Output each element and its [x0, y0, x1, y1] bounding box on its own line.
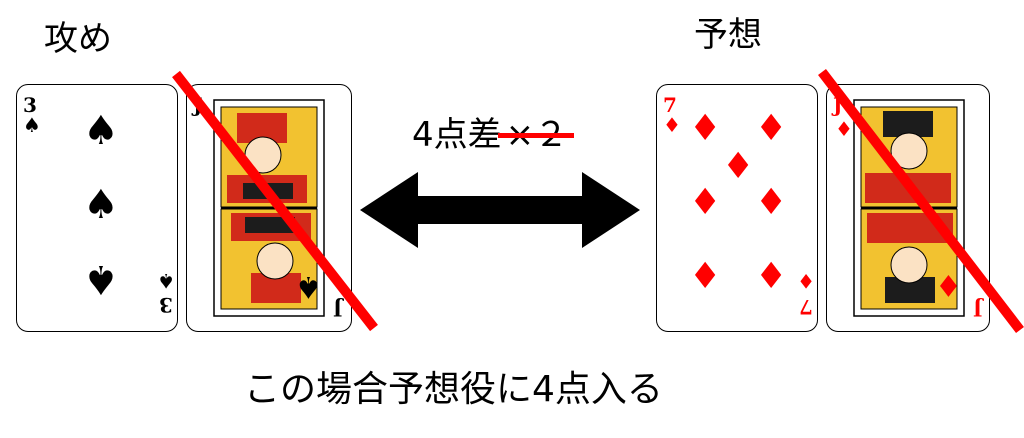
card-jack-spades: J ♠ ♠ J	[186, 84, 352, 332]
diamond-icon: ♦	[689, 108, 722, 149]
card-rank-bottom: 7	[799, 295, 813, 319]
diamond-icon: ♦	[663, 113, 681, 137]
strike-line	[497, 133, 575, 138]
card-rank-bottom: J	[973, 297, 983, 321]
diamond-icon: ♦	[755, 108, 788, 149]
card-rank-bottom: 3	[159, 293, 173, 317]
points-value: 4点差	[412, 115, 502, 155]
card-rank-top: 3	[23, 93, 37, 117]
card-3-spades: 3 ♠ ♠ ♠ ♠ ♠ 3	[16, 84, 178, 332]
spade-icon: ♠	[157, 269, 175, 293]
card-rank-bottom: J	[333, 297, 343, 321]
card-jack-diamonds: J ♦ ♦ J	[826, 84, 990, 332]
diamond-icon: ♦	[797, 269, 815, 293]
attack-label: 攻め	[44, 19, 112, 59]
spade-icon: ♠	[83, 182, 119, 228]
diamond-icon: ♦	[689, 256, 722, 297]
card-rank-top: 7	[663, 93, 677, 117]
diamond-icon: ♦	[835, 117, 853, 141]
card-7-diamonds: 7 ♦ ♦ ♦ ♦ ♦ ♦ ♦ ♦ ♦ 7	[656, 84, 818, 332]
spade-icon: ♠	[295, 269, 322, 304]
diamond-icon: ♦	[935, 267, 962, 302]
spade-icon: ♠	[23, 113, 41, 137]
points-difference-text: 4点差×２	[412, 115, 575, 155]
prediction-label: 予想	[694, 15, 762, 55]
multiplier-struck: ×２	[497, 118, 575, 152]
diamond-icon: ♦	[755, 182, 788, 223]
diamond-icon: ♦	[755, 256, 788, 297]
spade-icon: ♠	[83, 108, 119, 154]
caption-text: この場合予想役に4点入る	[244, 369, 663, 410]
card-rank-top: J	[193, 93, 203, 117]
spade-icon: ♠	[83, 256, 119, 302]
diamond-icon: ♦	[722, 146, 755, 187]
card-rank-top: J	[833, 93, 843, 117]
diamond-icon: ♦	[689, 182, 722, 223]
double-arrow	[360, 172, 640, 248]
